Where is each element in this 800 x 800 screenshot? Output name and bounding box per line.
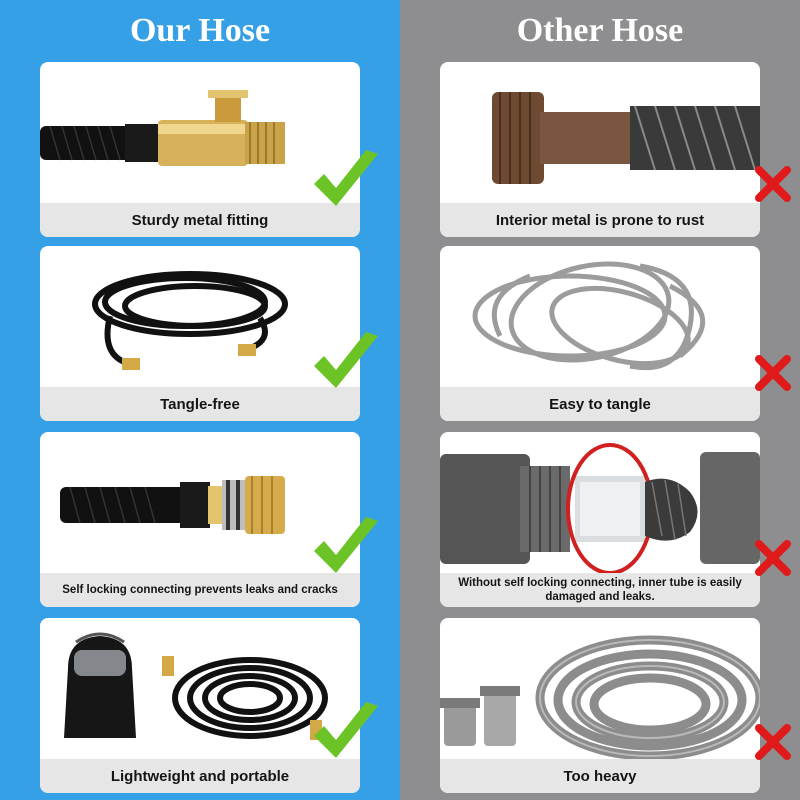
our-hose-title: Our Hose bbox=[129, 12, 271, 49]
our-hose-column: Our Hose Sturdy bbox=[0, 0, 400, 800]
card-self-locking: Self locking connecting prevents leaks a… bbox=[40, 432, 360, 607]
check-icon bbox=[314, 702, 378, 758]
cross-icon bbox=[755, 355, 791, 391]
coiled-black-hose-image bbox=[92, 271, 288, 370]
locking-connector-image bbox=[60, 476, 285, 534]
card-lightweight-portable: Lightweight and portable bbox=[40, 618, 360, 793]
hose-with-bag-image bbox=[64, 632, 328, 740]
check-icon bbox=[314, 332, 378, 388]
other-hose-column: Other Hose Interior metal is prone to ru… bbox=[400, 0, 800, 800]
caption-tangle-free: Tangle-free bbox=[40, 387, 360, 421]
caption-lightweight-portable: Lightweight and portable bbox=[40, 759, 360, 793]
cross-icon bbox=[755, 166, 791, 202]
card-damaged-connector: Without self locking connecting, inner t… bbox=[440, 432, 760, 607]
caption-self-locking: Self locking connecting prevents leaks a… bbox=[40, 573, 360, 607]
caption-easy-to-tangle: Easy to tangle bbox=[440, 387, 760, 421]
check-icon bbox=[314, 517, 378, 573]
caption-too-heavy: Too heavy bbox=[440, 759, 760, 793]
brass-fitting-image bbox=[40, 90, 285, 166]
cross-icon bbox=[755, 540, 791, 576]
caption-sturdy-metal-fitting: Sturdy metal fitting bbox=[40, 203, 360, 237]
other-hose-title: Other Hose bbox=[516, 12, 684, 49]
damaged-connector-image bbox=[440, 443, 760, 573]
card-easy-to-tangle: Easy to tangle bbox=[440, 246, 760, 421]
check-icon bbox=[314, 150, 378, 206]
card-sturdy-metal-fitting: Sturdy metal fitting bbox=[40, 62, 360, 237]
cross-icon bbox=[755, 724, 791, 760]
card-prone-to-rust: Interior metal is prone to rust bbox=[440, 62, 760, 237]
caption-damaged-connector: Without self locking connecting, inner t… bbox=[440, 573, 760, 607]
card-tangle-free: Tangle-free bbox=[40, 246, 360, 421]
card-too-heavy: Too heavy bbox=[440, 618, 760, 793]
heavy-braided-hose-image bbox=[440, 635, 760, 759]
rusty-fitting-image bbox=[492, 92, 760, 184]
caption-prone-to-rust: Interior metal is prone to rust bbox=[440, 203, 760, 237]
tangled-gray-hose-image bbox=[472, 261, 706, 371]
